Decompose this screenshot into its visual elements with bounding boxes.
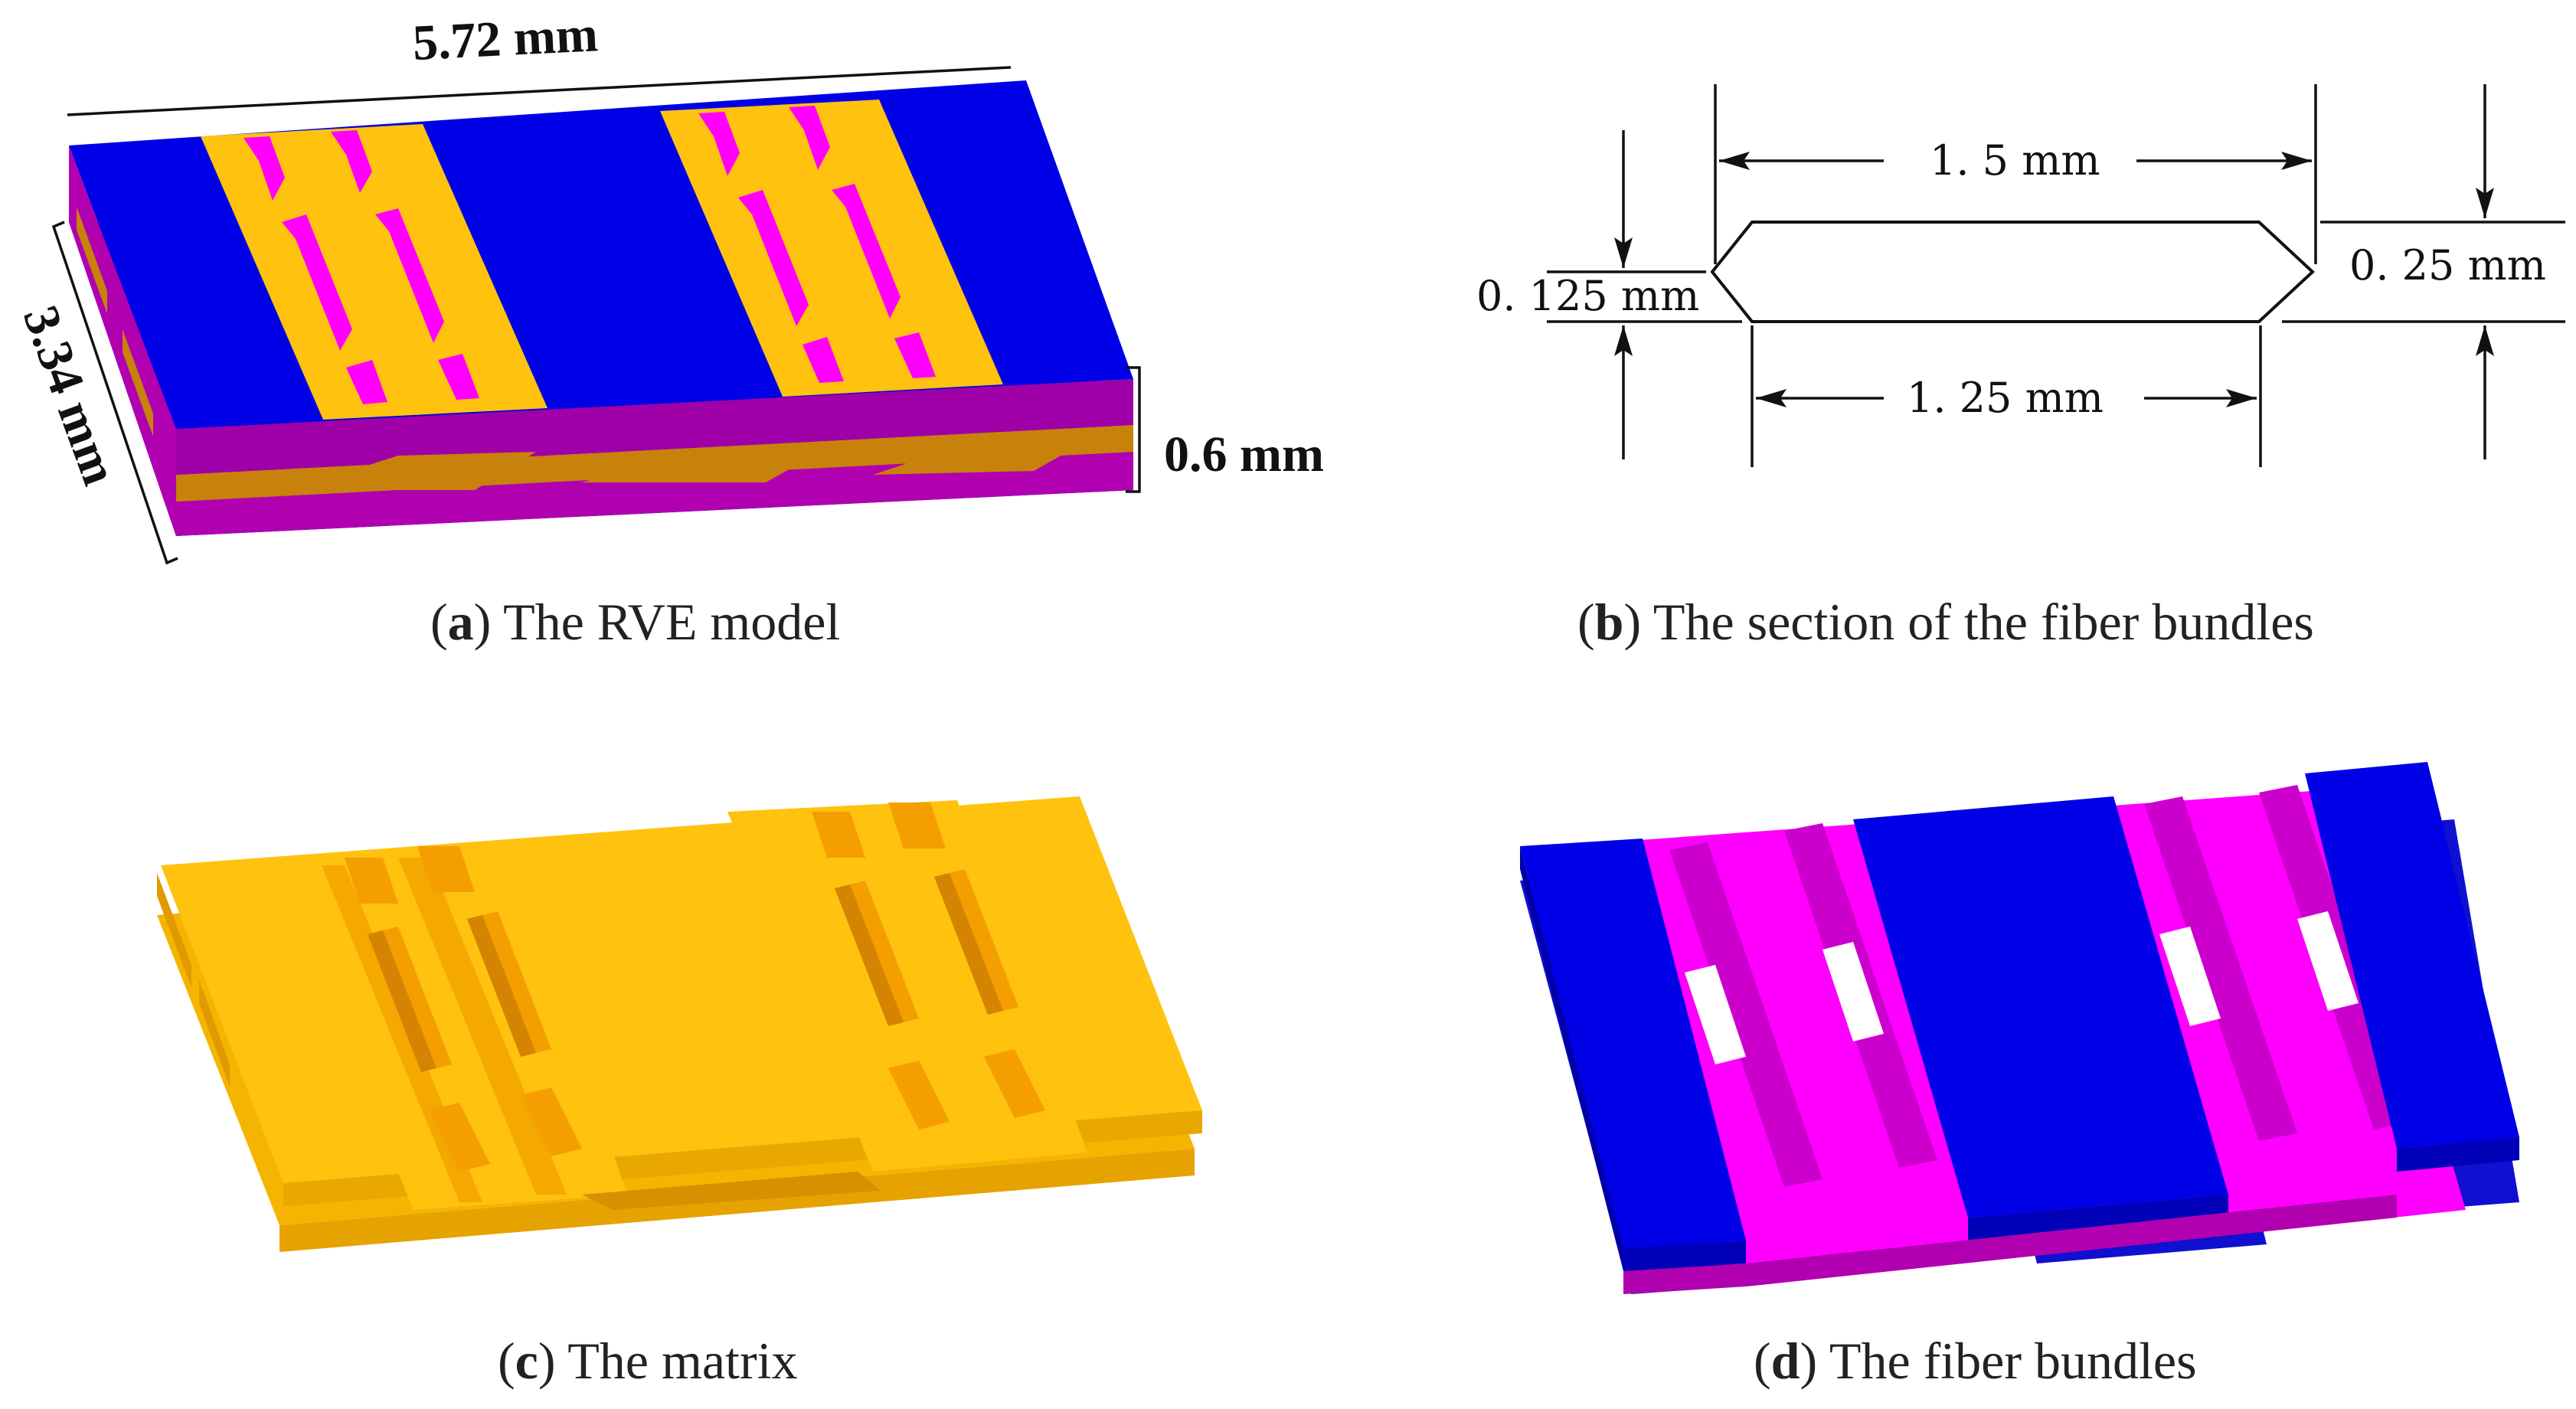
matrix-bottom-notch	[582, 1172, 881, 1210]
caption-c-tag: c	[515, 1332, 538, 1390]
warp-bundle-left-side	[1520, 846, 1623, 1271]
matrix-side-ridge	[199, 980, 230, 1087]
rve-matrix-band-2	[660, 100, 1003, 397]
matrix-opening-shadows-1	[368, 915, 536, 1072]
rve-weft-tows-1	[244, 130, 479, 404]
caption-d-text: The fiber bundles	[1829, 1332, 2197, 1390]
fiber-bundle-section-outline	[1710, 221, 2315, 323]
matrix-ridge-band-1-shade	[398, 858, 567, 1195]
warp-bundle-left-front	[1623, 1241, 1746, 1271]
width-dimension-line	[51, 221, 178, 565]
rve-front-face-matrix	[291, 452, 536, 490]
thickness-dimension-bracket	[1126, 366, 1141, 493]
length-dimension-line	[67, 66, 1012, 116]
warp-bundle-center	[1853, 796, 2228, 1218]
panel-c-matrix	[157, 796, 1202, 1252]
warp-bundle-left	[1520, 839, 1746, 1248]
length-label: 5.72 mm	[411, 6, 599, 71]
matrix-opening-shadows-2	[835, 873, 1003, 1026]
rve-weft-tows-2	[698, 106, 936, 383]
rve-front-face-matrix	[873, 440, 1087, 475]
caption-b-tag: b	[1595, 593, 1624, 651]
left-height-label: 0. 125 mm	[1476, 272, 1699, 320]
top-width-label: 1. 5 mm	[1930, 136, 2100, 185]
thickness-label: 0.6 mm	[1164, 427, 1324, 482]
panel-b-section: 1. 5 mm 1. 25 mm 0. 125 mm 0. 25 mm	[1476, 84, 2565, 467]
bottom-width-label: 1. 25 mm	[1907, 374, 2104, 422]
warp-bundle-center-front	[1968, 1195, 2228, 1241]
caption-b: (b) The section of the fiber bundles	[1577, 593, 2314, 651]
caption-c-text: The matrix	[567, 1332, 797, 1390]
rve-left-face-matrix	[77, 207, 107, 314]
caption-a-tag: a	[448, 593, 474, 651]
caption-c: (c) The matrix	[498, 1332, 798, 1390]
panel-a-rve-model: 5.72 mm 3.34 mm 0.6 mm	[12, 6, 1324, 565]
weft-lower-layer	[1623, 1195, 2397, 1294]
rve-left-face-matrix	[123, 329, 153, 436]
caption-a-text: The RVE model	[503, 593, 840, 651]
caption-b-text: The section of the fiber bundles	[1653, 593, 2314, 651]
caption-d: (d) The fiber bundles	[1754, 1332, 2197, 1390]
rve-matrix-band-1	[201, 124, 548, 420]
rve-front-face	[176, 379, 1133, 475]
warp-bundle-right	[2305, 762, 2519, 1149]
right-height-label: 0. 25 mm	[2349, 241, 2546, 289]
weft-gaps	[1685, 911, 2359, 1064]
warp-bundle-right-front	[2397, 1137, 2519, 1172]
matrix-side-ridge	[157, 873, 191, 988]
rve-front-face-matrix	[582, 448, 827, 482]
panel-d-fiber-bundles	[1520, 762, 2519, 1294]
caption-d-tag: d	[1771, 1332, 1800, 1390]
caption-a: (a) The RVE model	[430, 593, 840, 651]
